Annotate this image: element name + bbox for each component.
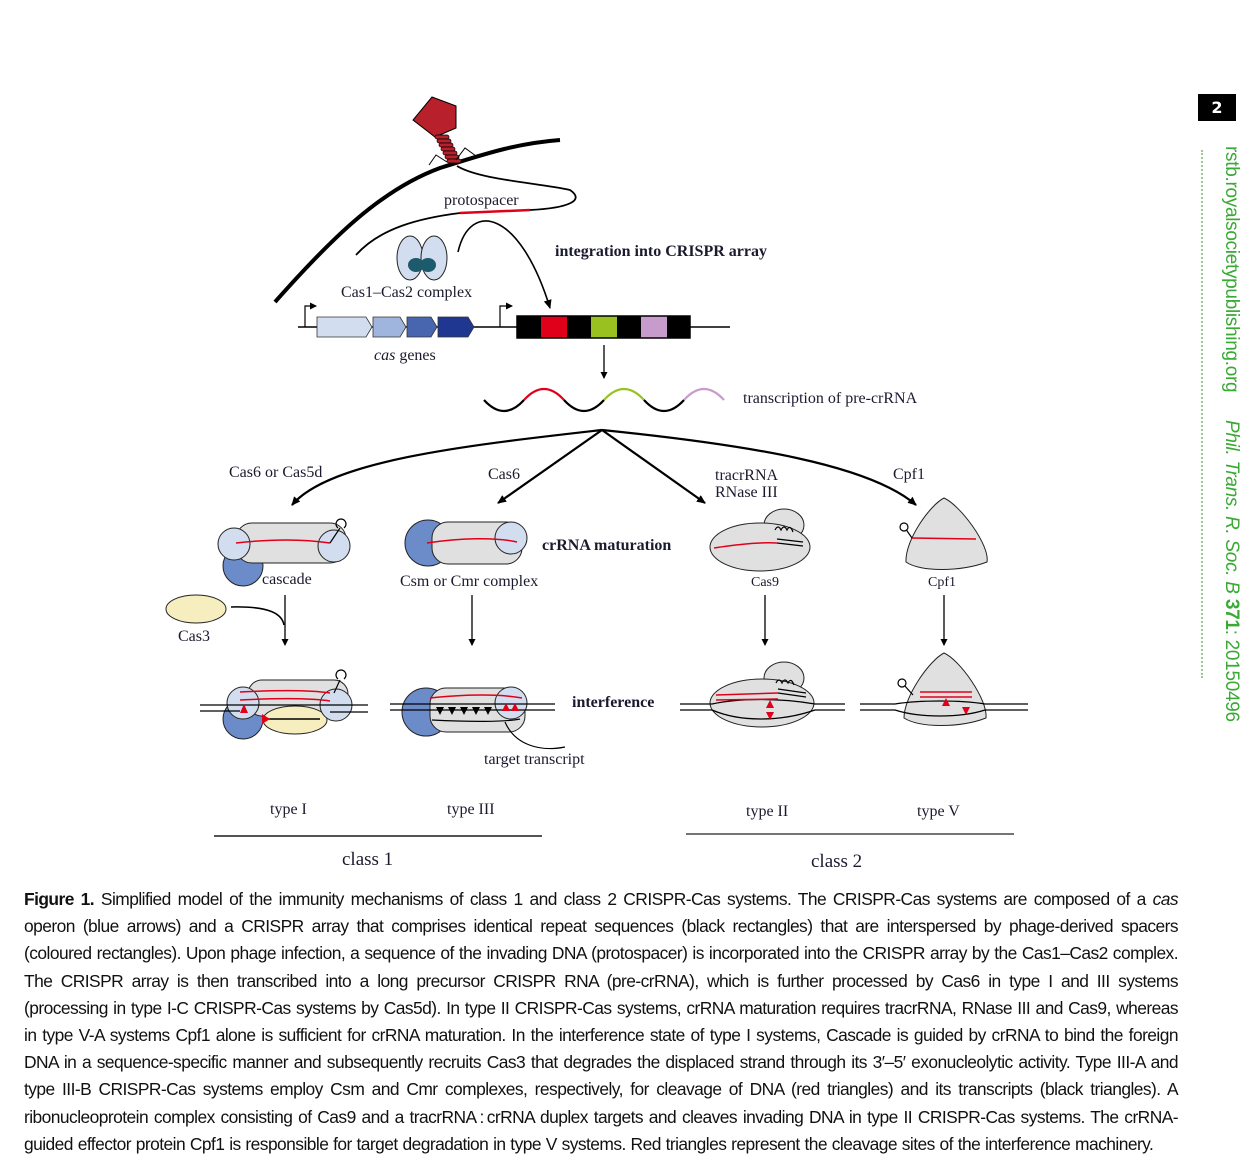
crrna-maturation-label: crRNA maturation <box>542 537 671 554</box>
cas-operon <box>298 302 730 338</box>
caption-cas-italic: cas <box>1152 889 1179 909</box>
journal-name: Phil. Trans. R. Soc. B <box>1221 420 1242 594</box>
repeat-block <box>667 316 690 338</box>
repeat-block <box>517 316 541 338</box>
transcript-cleavage-triangle <box>436 707 444 715</box>
cas3-label: Cas3 <box>178 628 210 645</box>
side-divider <box>1201 150 1203 678</box>
journal-article-id: : 20150496 <box>1221 629 1242 722</box>
cas3-icon <box>165 594 227 624</box>
type1-enzyme-label: Cas6 or Cas5d <box>229 464 322 481</box>
journal-url[interactable]: rstb.royalsocietypublishing.org <box>1221 146 1242 393</box>
type5-enzyme-label: Cpf1 <box>893 466 925 483</box>
transcript-cleavage-triangle <box>484 707 492 715</box>
cas9-icon <box>709 508 811 572</box>
cascade-complex-icon <box>217 518 351 587</box>
journal-volume: 371 <box>1221 598 1242 630</box>
journal-sidebar: rstb.royalsocietypublishing.orgPhil. Tra… <box>1208 146 1242 722</box>
cas-gene-arrow <box>406 316 438 338</box>
csm-cmr-complex-icon <box>404 519 528 567</box>
spacer-block <box>591 316 617 338</box>
cas3-recruit-line <box>230 606 285 626</box>
cpf1-label: Cpf1 <box>928 575 956 590</box>
pre-crrna-spacer-segment <box>683 387 725 401</box>
pre-crrna-repeat-segment <box>483 399 525 413</box>
crispr-figure: protospacer Cas1–Cas2 complex integratio… <box>165 96 1028 872</box>
csm-cmr-label: Csm or Cmr complex <box>400 573 538 590</box>
cascade-label: cascade <box>262 571 312 588</box>
transcript-cleavage-triangle <box>472 707 480 715</box>
type5-label: type V <box>917 803 960 820</box>
repeat-block <box>567 316 591 338</box>
integration-arrow <box>457 220 552 309</box>
transcript-cleavage-triangle <box>448 707 456 715</box>
promoter-arrow-icon <box>499 302 513 327</box>
transcript-cleavage-triangle <box>460 707 468 715</box>
cas1-cas2-label: Cas1–Cas2 complex <box>341 284 472 301</box>
protospacer-label: protospacer <box>444 192 519 209</box>
pre-crrna-spacer-segment <box>523 387 565 401</box>
caption-text-2: operon (blue arrows) and a CRISPR array … <box>24 916 1179 1154</box>
promoter-arrow-icon <box>304 302 317 327</box>
type2-label: type II <box>746 803 788 820</box>
caption-text-1: Simplified model of the immunity mechani… <box>94 889 1153 909</box>
caption-label: Figure 1. <box>24 889 95 909</box>
type3-label: type III <box>447 801 495 818</box>
cas-genes-label: cas genes <box>374 347 436 364</box>
cas-gene-arrow <box>316 316 373 338</box>
repeat-block <box>617 316 641 338</box>
branch-arrows <box>291 428 917 506</box>
class2-label: class 2 <box>811 851 862 872</box>
type2-interference-icon <box>680 661 845 728</box>
invading-dna <box>355 165 577 256</box>
type2-enzyme-label-2: RNase III <box>715 484 778 501</box>
integration-label: integration into CRISPR array <box>555 243 767 260</box>
pre-crrna-wave <box>483 387 725 413</box>
pre-crrna-repeat-segment <box>563 399 605 413</box>
type3-enzyme-label: Cas6 <box>488 466 520 483</box>
pre-crrna-repeat-segment <box>643 399 685 413</box>
type3-interference-icon <box>390 686 566 750</box>
type5-interference-icon <box>860 652 1028 726</box>
transcription-label: transcription of pre-crRNA <box>743 390 918 407</box>
cell-membrane <box>273 138 561 304</box>
target-transcript-label: target transcript <box>484 751 585 768</box>
figure-caption: Figure 1. Simplified model of the immuni… <box>24 886 1179 1158</box>
spacer-block <box>641 316 667 338</box>
cpf1-icon <box>899 497 988 570</box>
cas9-label: Cas9 <box>751 575 779 590</box>
interference-label: interference <box>572 694 654 711</box>
type2-enzyme-label-1: tracrRNA <box>715 467 779 484</box>
cas-gene-arrow <box>372 316 407 338</box>
type1-label: type I <box>270 801 307 818</box>
page-number: 2 <box>1198 94 1236 121</box>
spacer-block <box>541 316 567 338</box>
class1-label: class 1 <box>342 849 393 870</box>
cas-gene-arrow <box>437 316 475 338</box>
cas1-cas2-complex-icon <box>396 235 448 281</box>
phage-icon <box>412 96 477 166</box>
pre-crrna-spacer-segment <box>603 387 645 401</box>
type1-interference-icon <box>200 669 368 740</box>
down-arrows <box>281 595 948 646</box>
crispr-array <box>516 315 691 339</box>
